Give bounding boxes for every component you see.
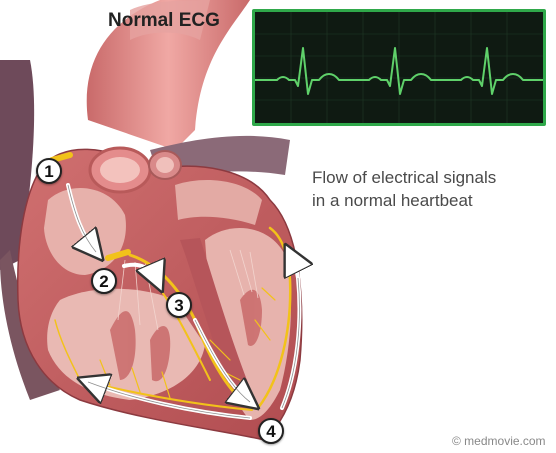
caption-line-1: Flow of electrical signals [312,166,496,189]
step-4-badge: 4 [258,418,284,444]
caption: Flow of electrical signals in a normal h… [312,166,496,212]
ecg-title: Normal ECG [108,10,220,32]
step-1-badge: 1 [36,158,62,184]
step-3-badge: 3 [166,292,192,318]
step-2-badge: 2 [91,268,117,294]
ecg-trace [255,12,543,123]
caption-line-2: in a normal heartbeat [312,189,496,212]
ecg-monitor [252,9,546,126]
copyright-credit: © medmovie.com [452,434,546,448]
